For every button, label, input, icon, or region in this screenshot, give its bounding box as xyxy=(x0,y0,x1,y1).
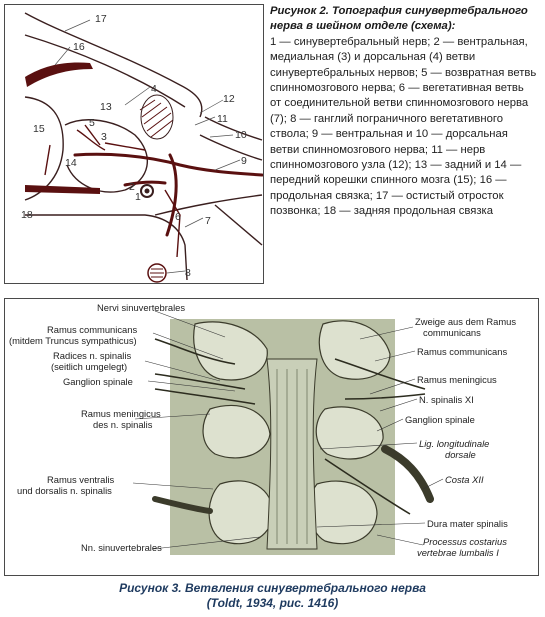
costa-xii xyxy=(381,445,434,503)
label-n-spinalis-xi: N. spinalis XI xyxy=(419,394,474,405)
label-nervi-sinuvertebrales: Nervi sinuvertebrales xyxy=(97,302,186,313)
label-mitdem-truncus: (mitdem Truncus sympathicus) xyxy=(9,335,137,346)
label-ganglion-spinale-right: Ganglion spinale xyxy=(405,414,475,425)
fig2-label-18: 18 xyxy=(21,209,33,221)
label-des-n-spinalis: des n. spinalis xyxy=(93,419,153,430)
label-dura-mater-spinalis: Dura mater spinalis xyxy=(427,518,508,529)
label-dorsale: dorsale xyxy=(445,449,476,460)
label-costa-xii: Costa XII xyxy=(445,474,484,485)
fig2-label-12: 12 xyxy=(223,93,235,105)
fig2-label-8: 8 xyxy=(185,267,191,279)
fig2-label-14: 14 xyxy=(65,157,77,169)
label-ramus-meningicus-left: Ramus meningicus xyxy=(81,408,161,419)
fig2-label-11: 11 xyxy=(217,113,228,125)
fig2-label-9: 9 xyxy=(241,155,247,167)
label-radices-n-spinalis: Radices n. spinalis xyxy=(53,350,132,361)
spinal-nerve-trunk xyxy=(73,152,263,177)
figure-2-legend: 1 — синувертебральный нерв; 2 — вентраль… xyxy=(270,35,537,218)
spinous-process-outline xyxy=(24,12,203,118)
fig2-label-5: 5 xyxy=(89,117,95,129)
fig2-label-17: 17 xyxy=(95,13,107,25)
label-communicans: communicans xyxy=(423,327,481,338)
label-und-dorsalis: und dorsalis n. spinalis xyxy=(17,485,112,496)
label-ramus-meningicus-right: Ramus meningicus xyxy=(417,374,497,385)
fig2-label-16: 16 xyxy=(73,41,85,53)
posterior-ligament xyxy=(25,185,100,194)
fig2-label-3: 3 xyxy=(101,131,107,143)
label-processus-costarius: Processus costarius xyxy=(423,536,507,547)
figure-2-caption: Рисунок 2. Топография синувертебрального… xyxy=(270,4,538,220)
fig2-label-13: 13 xyxy=(100,101,112,113)
figure-3-title: Рисунок 3. Ветвления синувертебрального … xyxy=(119,581,426,595)
spinal-ganglion-hatch xyxy=(139,94,174,140)
label-ramus-ventralis: Ramus ventralis xyxy=(47,474,115,485)
label-seitlich-umgelegt: (seitlich umgelegt) xyxy=(51,361,128,372)
fig2-label-15: 15 xyxy=(33,123,45,135)
label-vertebrae-lumbalis: vertebrae lumbalis I xyxy=(417,547,499,558)
figure-2-drawing xyxy=(24,12,263,283)
fig2-label-7: 7 xyxy=(205,215,211,227)
label-ramus-communicans-left: Ramus communicans xyxy=(47,324,138,335)
label-zweige-aus-dem-ramus: Zweige aus dem Ramus xyxy=(415,316,517,327)
label-nn-sinuvertebrales: Nn. sinuvertebrales xyxy=(81,542,162,553)
label-ramus-communicans-right: Ramus communicans xyxy=(417,346,508,357)
label-lig-longitudinale: Lig. longitudinale xyxy=(419,438,490,449)
fig2-label-4: 4 xyxy=(151,83,157,95)
longitudinal-ligament xyxy=(25,62,93,87)
figure-3-illustration: Nervi sinuvertebrales Ramus communicans … xyxy=(4,298,539,576)
lower-left-arch xyxy=(208,480,274,545)
dura-mater xyxy=(266,358,318,550)
fig2-label-6: 6 xyxy=(175,211,181,223)
figure-3-caption: Рисунок 3. Ветвления синувертебрального … xyxy=(0,581,545,611)
sympathetic-ganglion xyxy=(147,263,167,283)
fig2-label-1: 1 xyxy=(135,191,141,203)
mid-left-arch xyxy=(202,404,271,459)
figure-3-source: (Toldt, 1934, рис. 1416) xyxy=(206,596,339,610)
label-ganglion-spinale-left: Ganglion spinale xyxy=(63,376,133,387)
fig2-label-10: 10 xyxy=(235,129,247,141)
figure-2-schema: 17 16 4 12 13 11 5 15 3 10 9 14 2 1 6 7 … xyxy=(4,4,264,284)
upper-left-arch xyxy=(193,321,268,381)
figure-3-drawing xyxy=(132,310,444,555)
fig2-label-2: 2 xyxy=(129,181,135,193)
figure-2-title: Рисунок 2. Топография синувертебрального… xyxy=(270,5,528,33)
